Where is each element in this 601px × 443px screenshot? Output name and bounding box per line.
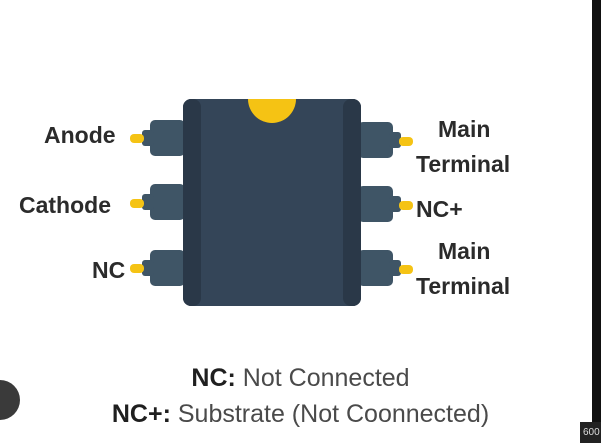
legend-nc: NC: Not Connected bbox=[0, 364, 601, 393]
previous-image-button[interactable] bbox=[0, 380, 20, 420]
legend-description: Not Connected bbox=[242, 364, 410, 392]
pin-label-nc-plus: NC+ bbox=[416, 196, 463, 222]
pin-label-main-line: Main bbox=[438, 116, 491, 142]
left-pin-2 bbox=[130, 184, 185, 220]
left-pin-3 bbox=[130, 250, 185, 286]
pin-label-nc: NC bbox=[92, 257, 126, 283]
legend-term: NC+: bbox=[111, 400, 171, 428]
legend-description: Substrate (Not Coonnected) bbox=[177, 400, 490, 428]
right-pin-3 bbox=[358, 250, 413, 286]
pin-label-main-terminal-2: Main Terminal bbox=[416, 240, 546, 298]
image-size-badge: 600 bbox=[580, 422, 601, 443]
pin-label-anode: Anode bbox=[44, 122, 116, 148]
pin-label-main-line: Main bbox=[438, 238, 491, 264]
pin1-notch-marker bbox=[248, 99, 296, 123]
legend-nc-plus: NC+: Substrate (Not Coonnected) bbox=[0, 400, 601, 429]
pin-label-main-terminal-1: Main Terminal bbox=[416, 118, 546, 176]
legend-term: NC: bbox=[191, 364, 236, 392]
right-pin-2 bbox=[358, 186, 413, 222]
right-edge-scrollbar[interactable] bbox=[592, 0, 601, 443]
right-pin-1 bbox=[358, 122, 413, 158]
left-pin-1 bbox=[130, 120, 185, 156]
pin-label-cathode: Cathode bbox=[19, 192, 111, 218]
pin-label-terminal-line: Terminal bbox=[416, 273, 511, 299]
pin-label-terminal-line: Terminal bbox=[416, 151, 511, 177]
chip-body bbox=[183, 99, 361, 306]
